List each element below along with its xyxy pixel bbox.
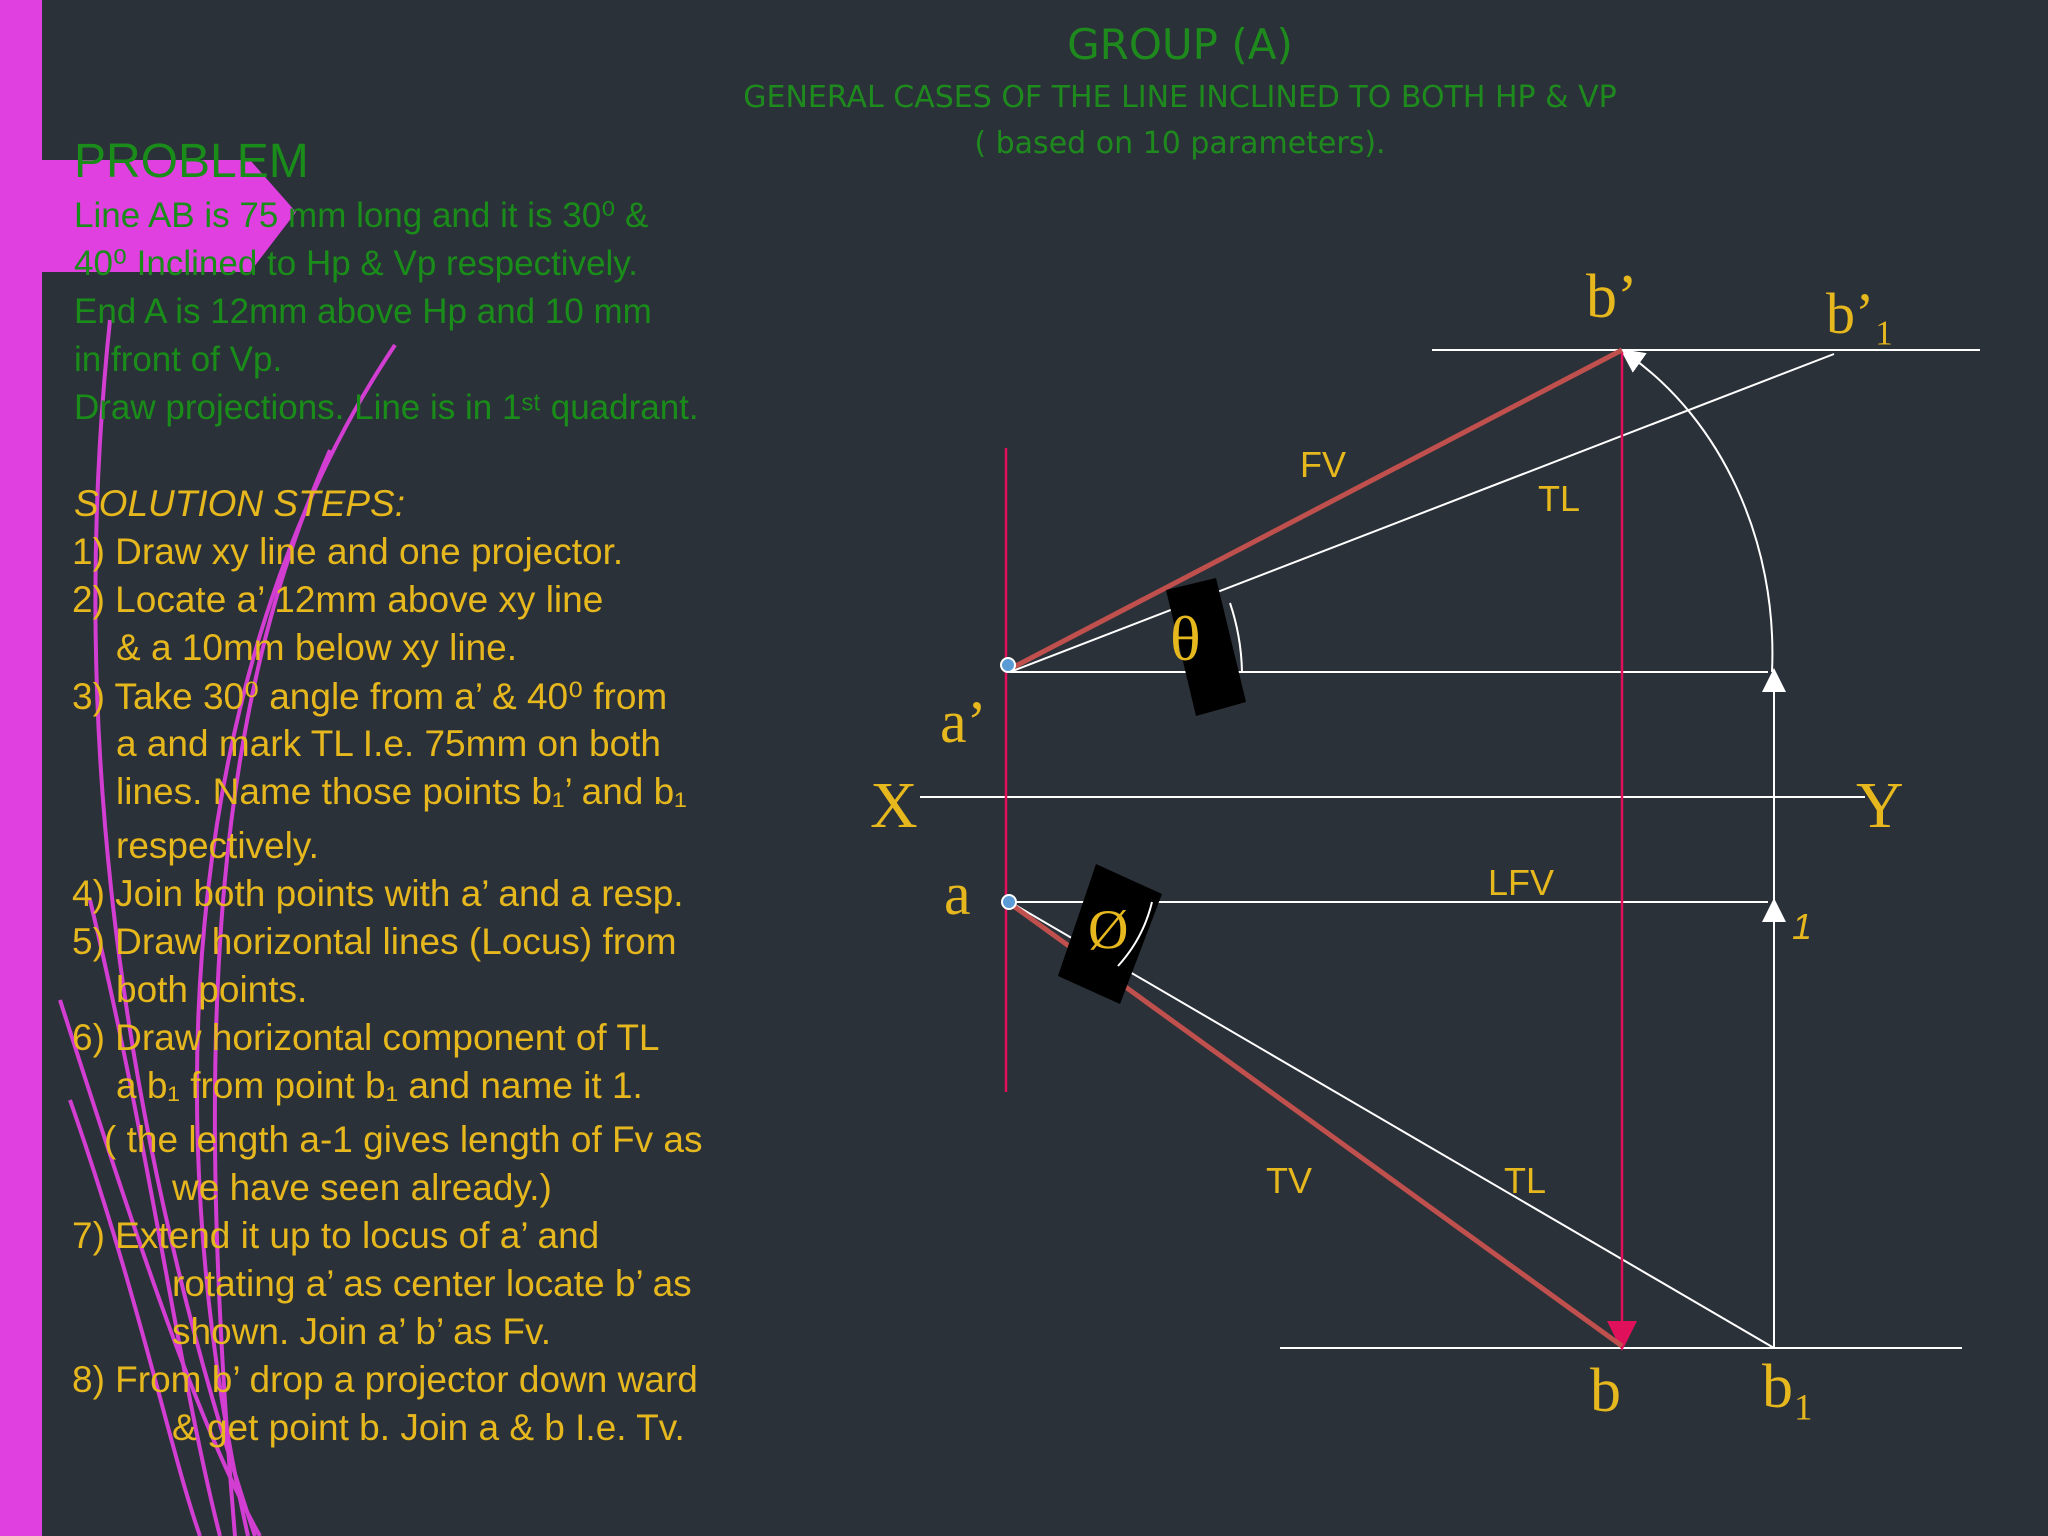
solution-step-6b: a b₁ from point b₁ and name it 1.	[116, 1065, 643, 1106]
solution-heading: SOLUTION STEPS:	[74, 483, 406, 524]
solution-step-2: 2) Locate a’ 12mm above xy line	[72, 579, 604, 620]
label-x: X	[870, 769, 918, 842]
problem-line-4: in front of Vp.	[74, 340, 283, 379]
slide-subtitle: GENERAL CASES OF THE LINE INCLINED TO BO…	[743, 80, 1617, 115]
front-view-line	[1006, 347, 1624, 673]
problem-line-3: End A is 12mm above Hp and 10 mm	[74, 292, 652, 331]
solution-step-3b: a and mark TL I.e. 75mm on both	[116, 723, 662, 764]
label-one: 1	[1792, 906, 1813, 947]
title-flag-shape	[42, 160, 296, 272]
label-lfv: LFV	[1488, 862, 1555, 903]
solution-step-4: 4) Join both points with a’ and a resp.	[72, 873, 684, 914]
rotation-arc	[1620, 349, 1774, 673]
solution-step-7c: shown. Join a’ b’ as Fv.	[172, 1311, 552, 1352]
label-y: Y	[1856, 769, 1904, 842]
solution-step-6c: ( the length a-1 gives length of Fv as	[104, 1119, 703, 1160]
theta-mark-box	[1166, 578, 1246, 716]
label-b1-prime: b’₁	[1826, 281, 1895, 346]
label-a-prime: a’	[940, 689, 987, 755]
label-theta: θ	[1170, 603, 1201, 674]
solution-step-7: 7) Extend it up to locus of a’ and	[72, 1215, 600, 1256]
label-tl-bottom: TL	[1504, 1160, 1547, 1201]
slide-subtitle-note: ( based on 10 parameters).	[974, 126, 1386, 161]
solution-step-6: 6) Draw horizontal component of TL	[72, 1017, 660, 1058]
label-phi: Ø	[1088, 899, 1129, 961]
label-tl-top: TL	[1538, 478, 1581, 519]
solution-step-1: 1) Draw xy line and one projector.	[72, 531, 624, 572]
label-a: a	[944, 861, 971, 927]
slide-title: GROUP (A)	[1067, 20, 1293, 69]
phi-arc	[1117, 901, 1153, 967]
label-fv: FV	[1300, 444, 1347, 485]
solution-step-3: 3) Take 30⁰ angle from a’ & 40⁰ from	[72, 676, 668, 717]
solution-step-3c: lines. Name those points b₁’ and b₁	[116, 771, 687, 812]
solution-step-3d: respectively.	[116, 825, 319, 866]
true-length-top	[1009, 353, 1835, 673]
solution-step-2b: & a 10mm below xy line.	[116, 627, 518, 668]
point-a	[1001, 894, 1017, 910]
point-a-prime	[1000, 657, 1016, 673]
problem-line-2: 40⁰ Inclined to Hp & Vp respectively.	[74, 244, 638, 283]
true-length-bottom	[1009, 901, 1775, 1349]
label-b-prime: b’	[1586, 263, 1638, 331]
problem-line-5: Draw projections. Line is in 1ˢᵗ quadran…	[74, 388, 699, 427]
problem-line-1: Line AB is 75 mm long and it is 30⁰ &	[74, 196, 649, 235]
label-b: b	[1590, 1357, 1621, 1425]
label-tv: TV	[1266, 1160, 1313, 1201]
solution-step-6d: we have seen already.)	[172, 1167, 552, 1208]
label-b1: b₁	[1762, 1353, 1815, 1421]
decorative-curves	[58, 319, 397, 1536]
solution-step-5: 5) Draw horizontal lines (Locus) from	[72, 921, 677, 962]
solution-step-5b: both points.	[116, 969, 308, 1010]
solution-step-8: 8) From b’ drop a projector down ward	[72, 1359, 698, 1400]
solution-step-7b: rotating a’ as center locate b’ as	[172, 1263, 692, 1304]
solution-step-8b: & get point b. Join a & b I.e. Tv.	[172, 1407, 685, 1448]
left-accent-bar	[0, 0, 42, 1536]
problem-heading: PROBLEM	[74, 135, 309, 188]
phi-mark-box	[1058, 864, 1162, 1004]
theta-arc	[1229, 602, 1243, 673]
